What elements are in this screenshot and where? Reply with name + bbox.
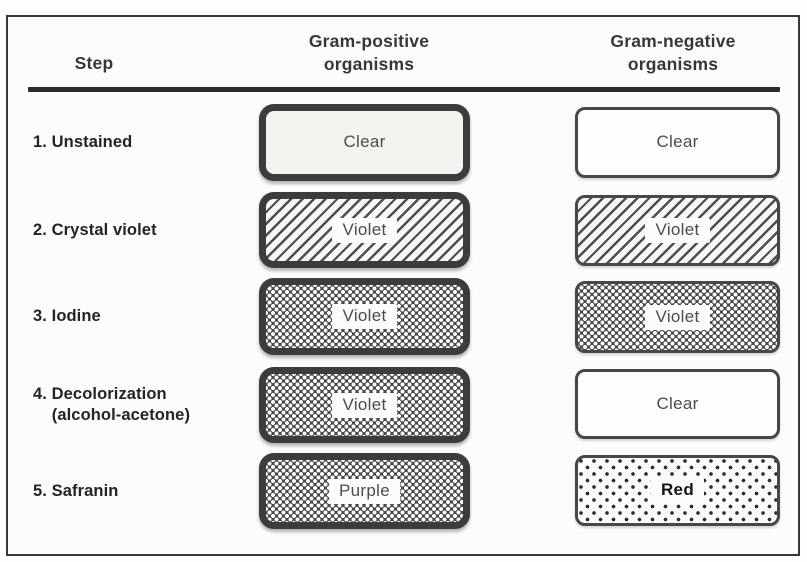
box-result-label: Red — [650, 478, 705, 503]
gram-negative-box-2: Violet — [575, 195, 780, 266]
column-header-gram-negative: Gram-negative organisms — [610, 31, 736, 74]
box-result-label: Violet — [332, 217, 397, 243]
gram-positive-box-5: Purple — [259, 453, 470, 529]
gram-negative-box-5: Red — [575, 455, 780, 526]
box-result-label: Violet — [645, 218, 710, 243]
box-result-label: Clear — [656, 393, 699, 413]
step-label-2: 2. Crystal violet — [33, 220, 157, 239]
column-header-step: Step — [74, 53, 114, 73]
gram-positive-box-2: Violet — [259, 192, 470, 268]
gram-positive-box-3: Violet — [259, 278, 470, 355]
column-header-gram-positive: Gram-positive organisms — [308, 31, 430, 74]
box-result-label: Clear — [343, 132, 386, 151]
step-label-4: 4. Decolorization (alcohol-acetone) — [33, 385, 191, 424]
header-divider — [28, 87, 780, 92]
step-label-1: 1. Unstained — [33, 133, 133, 151]
step-label-5: 5. Safranin — [33, 481, 119, 500]
box-result-label: Violet — [645, 304, 710, 330]
box-result-label: Violet — [332, 304, 397, 329]
gram-positive-box-1: Clear — [259, 104, 470, 181]
box-result-label: Violet — [332, 392, 397, 418]
box-result-label: Purple — [329, 478, 400, 504]
gram-negative-box-3: Violet — [575, 281, 780, 353]
gram-negative-box-4: Clear — [575, 369, 780, 439]
step-label-3: 3. Iodine — [33, 307, 101, 325]
box-result-label: Clear — [656, 132, 699, 151]
gram-positive-box-4: Violet — [259, 367, 470, 443]
gram-negative-box-1: Clear — [575, 107, 780, 178]
